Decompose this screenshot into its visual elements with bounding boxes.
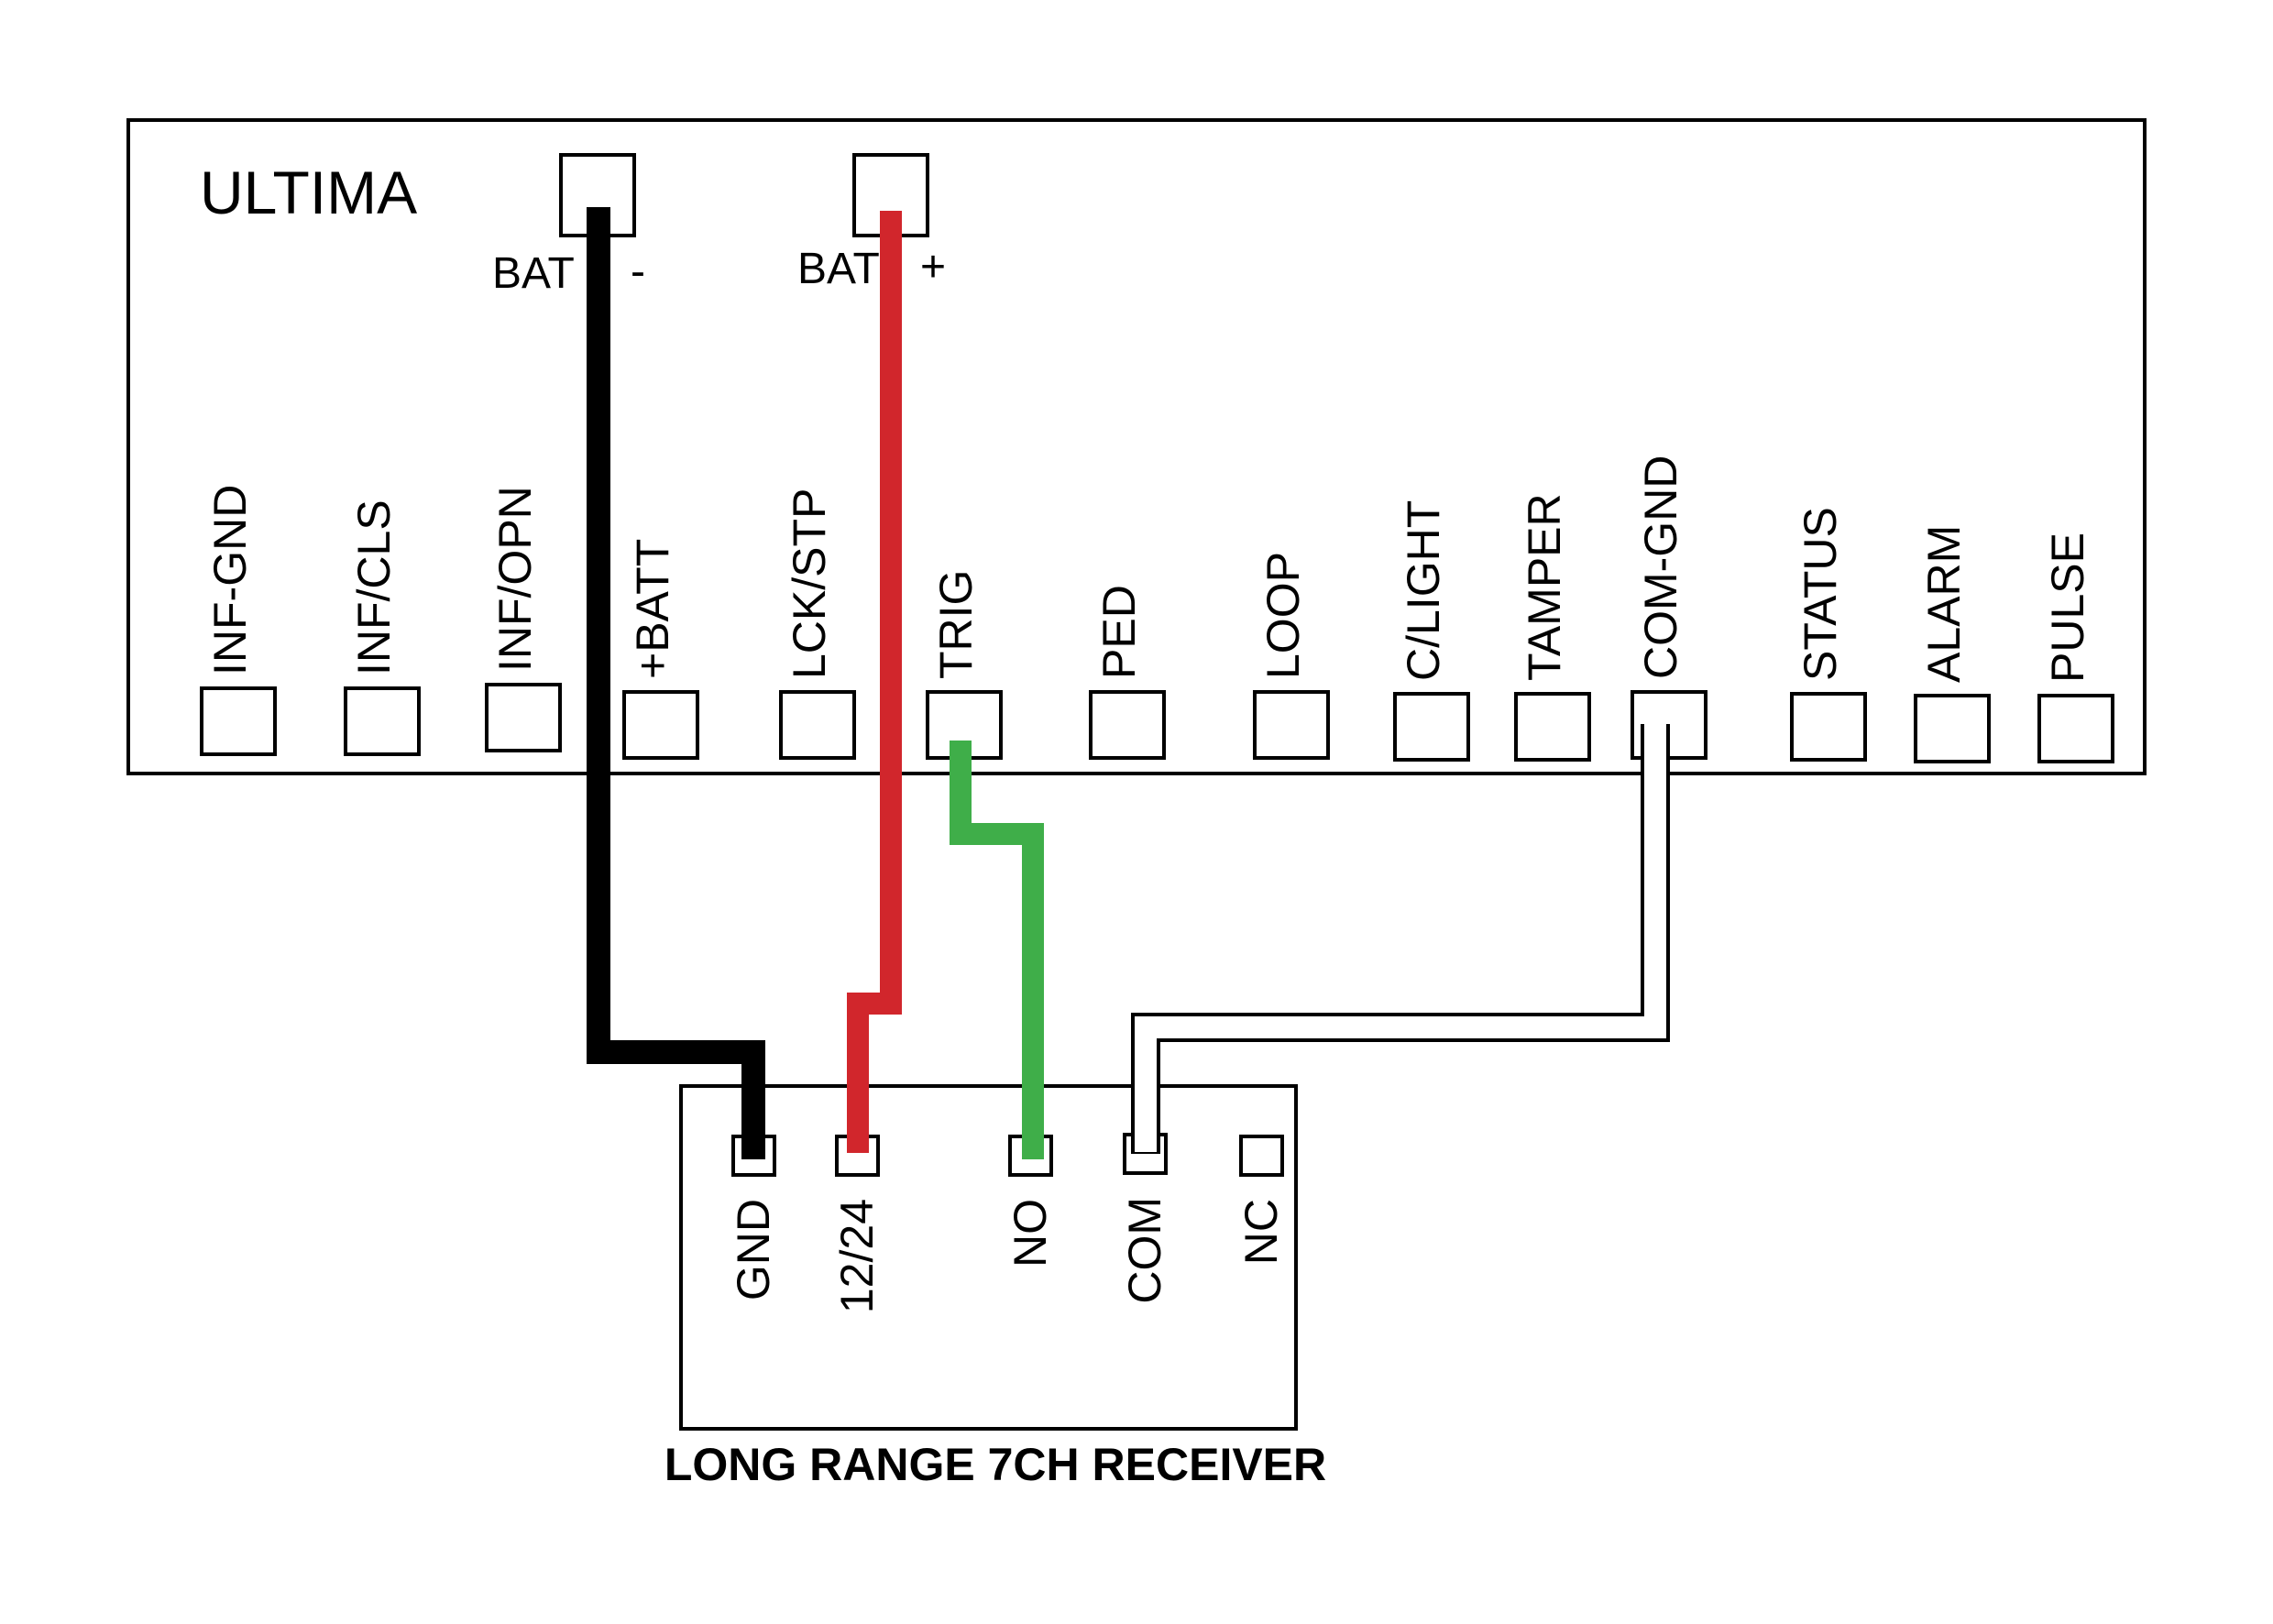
receiver-board <box>679 1084 1298 1431</box>
terminal-label-ped: PED <box>1093 585 1145 679</box>
terminal-label-batt: +BATT <box>627 539 678 679</box>
controller-board <box>126 118 2147 775</box>
bat-pos-sign: + <box>920 243 946 291</box>
black-wire <box>587 207 765 1159</box>
terminal-label-inf-opn: INF/OPN <box>489 486 541 672</box>
terminal-inf-gnd <box>200 686 277 756</box>
receiver-label-v12-24: 12/24 <box>831 1199 883 1313</box>
receiver-label-gnd: GND <box>728 1199 779 1300</box>
terminal-label-lck-stp: LCK/STP <box>784 488 835 679</box>
receiver-title: LONG RANGE 7CH RECEIVER <box>664 1439 1326 1490</box>
terminal-pulse <box>2037 694 2114 763</box>
terminal-ped <box>1089 690 1166 760</box>
controller-title: ULTIMA <box>200 159 417 226</box>
terminal-loop <box>1253 690 1330 760</box>
terminal-lck-stp <box>779 690 856 760</box>
terminal-status <box>1790 692 1867 762</box>
receiver-label-nc: NC <box>1235 1199 1287 1265</box>
white-wire <box>1135 722 1666 1152</box>
bat-pos-label: BAT <box>797 245 880 293</box>
controller-terminal-strip: INF-GND INF/CLS INF/OPN +BATT LCK/STP TRIG PED… <box>200 455 2114 763</box>
receiver-terminal-nc <box>1239 1135 1284 1177</box>
terminal-label-c-light: C/LIGHT <box>1398 500 1449 681</box>
terminal-inf-opn <box>485 683 562 752</box>
receiver-label-com: COM <box>1119 1197 1170 1304</box>
terminal-label-com-gnd: COM-GND <box>1635 455 1686 679</box>
terminal-label-inf-cls: INF/CLS <box>348 499 400 675</box>
terminal-label-loop: LOOP <box>1257 552 1309 679</box>
terminal-label-status: STATUS <box>1795 507 1846 681</box>
terminal-label-pulse: PULSE <box>2042 532 2093 683</box>
terminal-batt <box>622 690 699 760</box>
bat-neg-label: BAT <box>492 249 575 298</box>
wire-layer <box>587 207 1670 1159</box>
bat-neg-sign: - <box>631 247 645 296</box>
red-wire <box>847 211 902 1153</box>
green-wire <box>950 741 1044 1159</box>
terminal-alarm <box>1914 694 1991 763</box>
terminal-c-light <box>1393 692 1470 762</box>
terminal-inf-cls <box>344 686 421 756</box>
terminal-tamper <box>1514 692 1591 762</box>
terminal-label-tamper: TAMPER <box>1519 493 1570 681</box>
terminal-label-trig: TRIG <box>930 570 982 679</box>
terminal-label-inf-gnd: INF-GND <box>204 485 256 675</box>
receiver-label-no: NO <box>1005 1199 1056 1267</box>
terminal-label-alarm: ALARM <box>1918 525 1970 683</box>
